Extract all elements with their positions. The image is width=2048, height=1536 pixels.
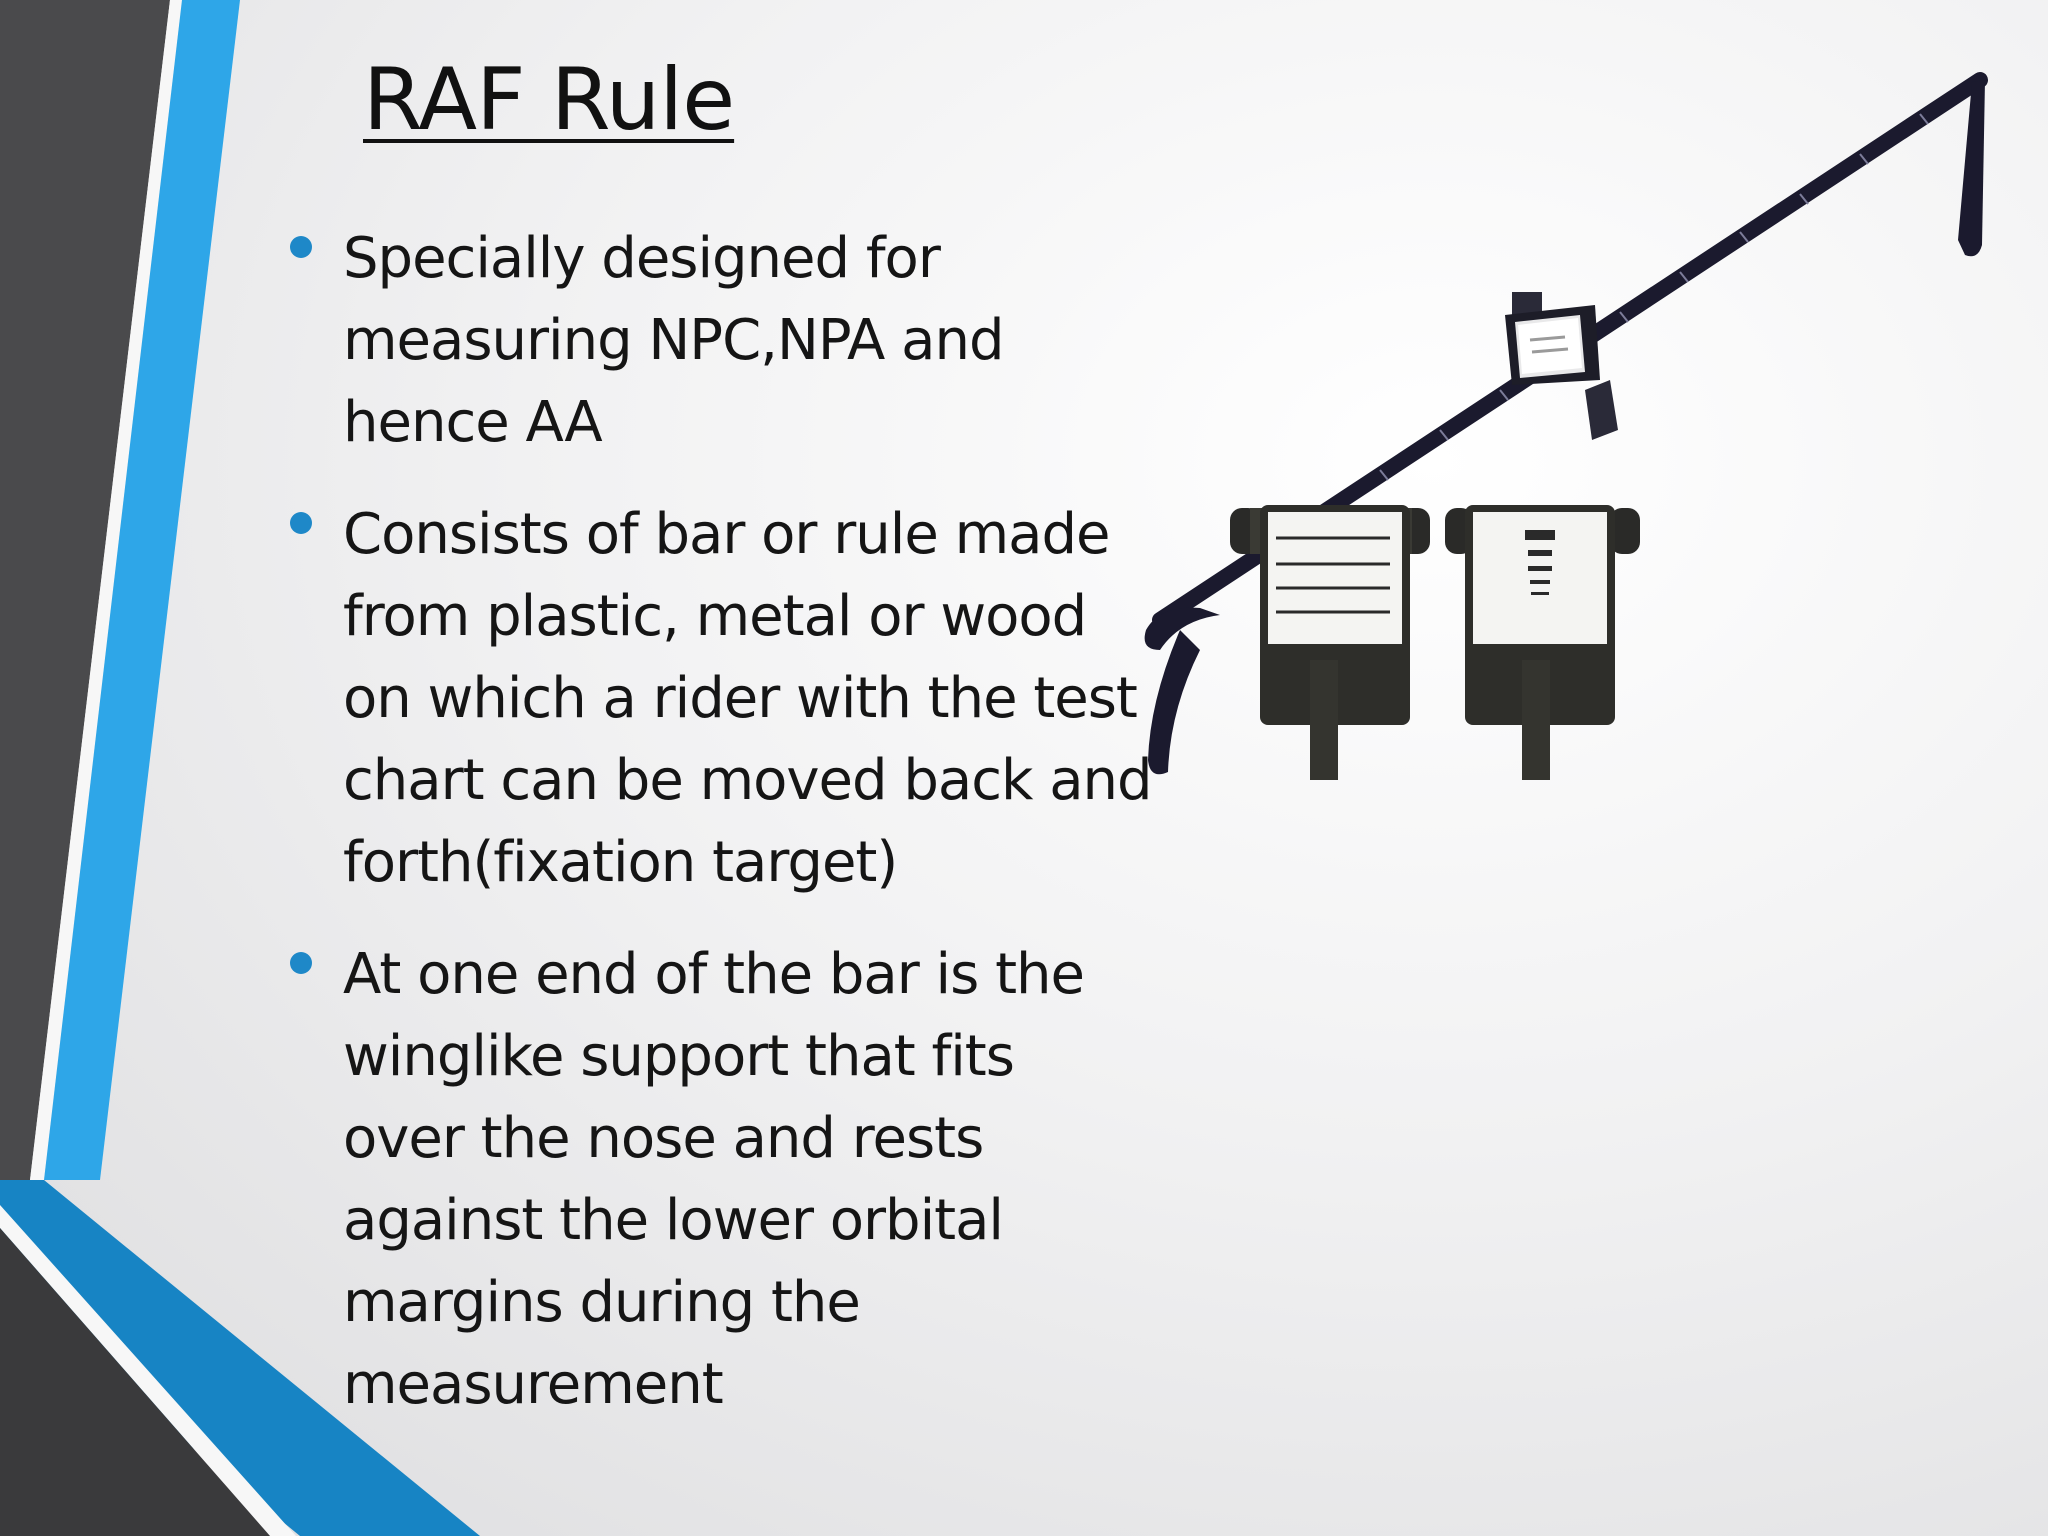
bullet-text: Consists of bar or rule made from plasti…	[343, 502, 1153, 895]
raf-rule-photo	[1144, 72, 1988, 780]
bullet-dot-icon	[290, 236, 312, 258]
bullet-text: Specially designed for measuring NPC,NPA…	[343, 226, 1005, 455]
left-white-stripe	[30, 0, 182, 1180]
bottom-white-stripe	[0, 1205, 296, 1536]
left-dark-band	[0, 0, 170, 1180]
bullet-item: Consists of bar or rule made from plasti…	[290, 494, 1190, 904]
bullet-item: At one end of the bar is the winglike su…	[290, 934, 1190, 1426]
bottom-blue-band	[0, 1180, 480, 1536]
slide-title: RAF Rule	[363, 50, 735, 150]
bullet-list: Specially designed for measuring NPC,NPA…	[290, 218, 1190, 1456]
bullet-item: Specially designed for measuring NPC,NPA…	[290, 218, 1190, 464]
left-blue-band	[44, 0, 240, 1180]
bottom-dark-band	[0, 1228, 270, 1536]
bullet-text: At one end of the bar is the winglike su…	[343, 942, 1085, 1417]
bullet-dot-icon	[290, 952, 312, 974]
bullet-dot-icon	[290, 512, 312, 534]
